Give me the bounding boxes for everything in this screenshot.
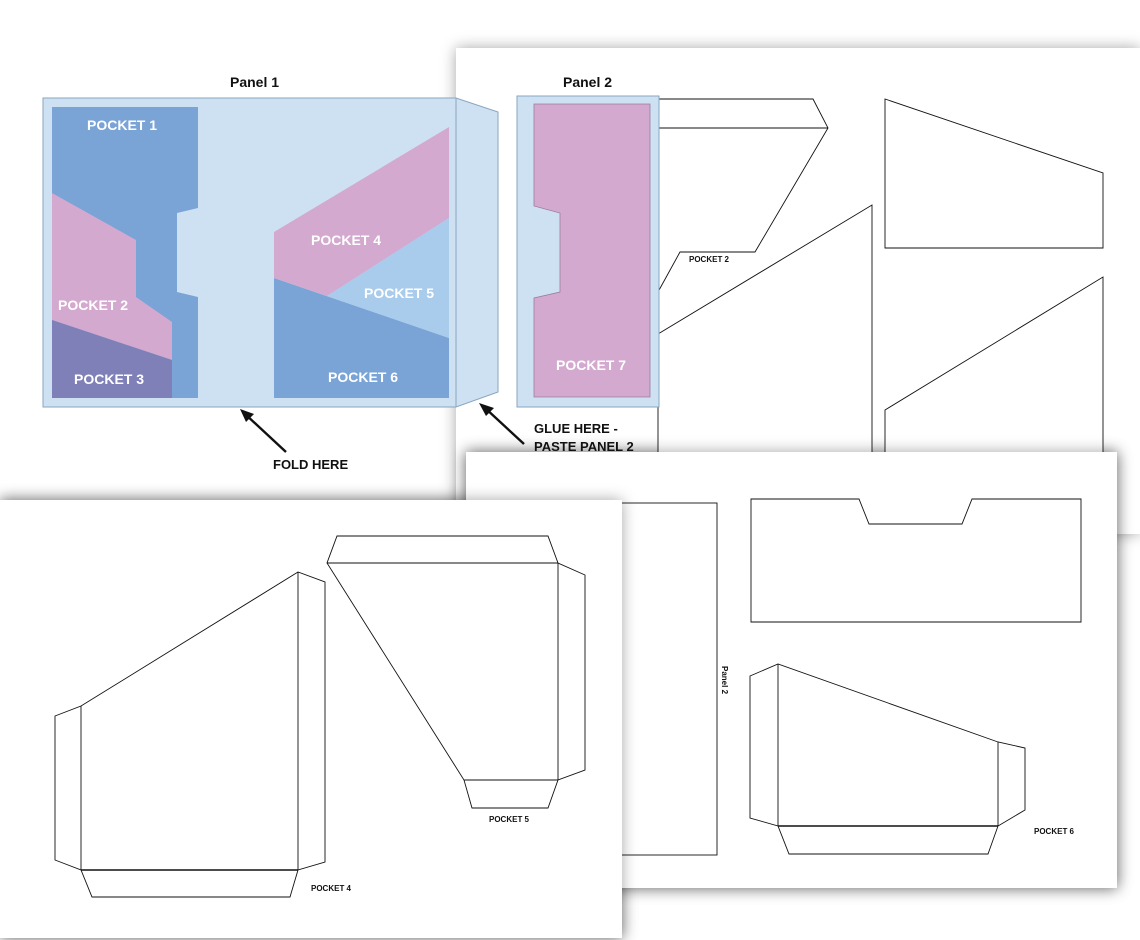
pocket-4-label: POCKET 4 (311, 232, 381, 248)
pocket-6-label: POCKET 6 (328, 369, 398, 385)
pocket-5-label: POCKET 5 (364, 285, 434, 301)
pocket-5-template: POCKET 5 (326, 535, 586, 824)
pocket-1-template (750, 498, 1082, 623)
pocket-3-label: POCKET 3 (74, 371, 144, 387)
pocket-6-template-label: POCKET 6 (1034, 827, 1075, 836)
pocket-6 (274, 278, 449, 398)
panel-1-title: Panel 1 (230, 74, 279, 90)
fold-note: FOLD HERE (273, 457, 348, 472)
panel-2-title: Panel 2 (563, 74, 612, 90)
fold-arrow-head (240, 409, 254, 422)
glue-note-line-2: PASTE PANEL 2 (534, 439, 634, 454)
glue-note-line-1: GLUE HERE - (534, 421, 618, 436)
pocket-4-template-label: POCKET 4 (311, 884, 352, 893)
fold-arrow (243, 412, 287, 453)
pocket-7-label: POCKET 7 (556, 357, 626, 373)
pocket-2-label: POCKET 2 (58, 297, 128, 313)
glue-arrow-head (479, 403, 494, 416)
panel-2-template-label: Panel 2 (720, 666, 729, 695)
glue-arrow (483, 406, 525, 445)
pocket-3 (52, 320, 172, 398)
pocket-5-template-label: POCKET 5 (489, 815, 530, 824)
pocket-7 (533, 103, 651, 398)
pocket-trapezoid-template (884, 98, 1104, 249)
pocket-5 (327, 218, 449, 338)
pocket-1-label: POCKET 1 (87, 117, 157, 133)
pocket-6-template: POCKET 6 (749, 663, 1075, 855)
pocket-2-template-label: POCKET 2 (689, 255, 730, 264)
pocket-4-template: POCKET 4 (54, 571, 352, 898)
pocket-2 (52, 193, 172, 360)
pocket-4 (274, 127, 449, 296)
